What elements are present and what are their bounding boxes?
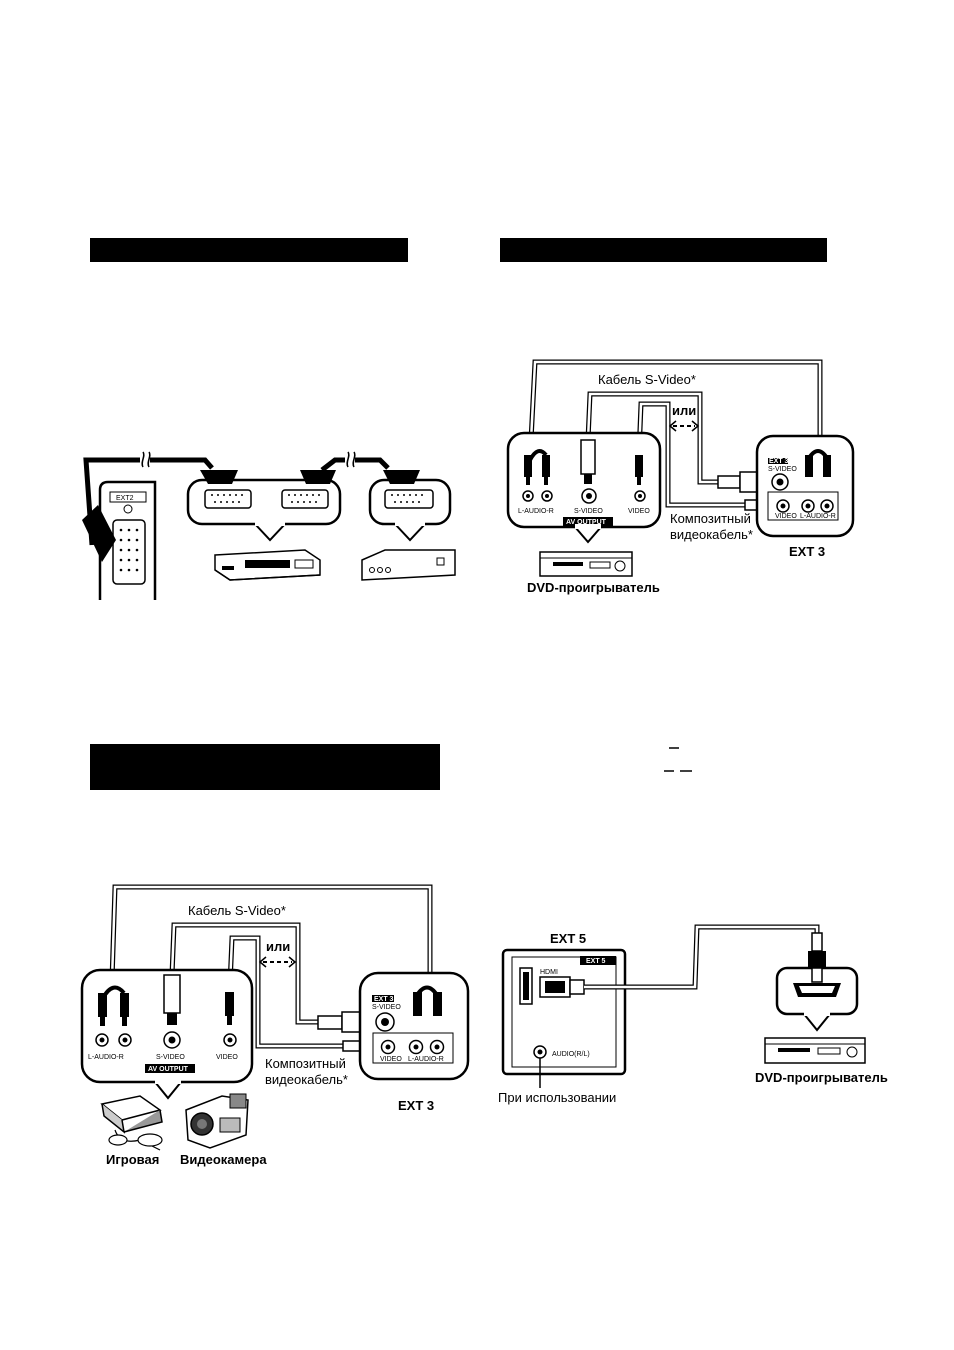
ext5-title: EXT 5 [550, 931, 586, 946]
tv-ext2-label: EXT2 [116, 495, 134, 502]
av-output-label-camera: AV OUTPUT [148, 1066, 189, 1073]
av-output-label: AV OUTPUT [566, 519, 607, 526]
dvd-player-icon [539, 551, 633, 577]
audio-port-label: AUDIO(R/L) [552, 1051, 590, 1058]
hdmi-port-label: HDMI [540, 969, 558, 976]
composite-plug-dvd-icon [635, 455, 643, 477]
game-console-icon [100, 1095, 163, 1151]
tv-ext5-panel [501, 948, 627, 1076]
or-label-camera: или [266, 939, 290, 954]
scart-plug-vcr-1-icon [200, 470, 238, 484]
dvd-player-label: DVD-проигрыватель [527, 580, 660, 595]
receiver-scart-socket [384, 489, 434, 509]
section-header-bar-camera [90, 744, 440, 790]
svideo-cable-label-camera: Кабель S-Video* [188, 903, 286, 918]
vcr-scart-socket-2 [281, 489, 329, 509]
tv-svideo-small-label-camera: S-VIDEO [372, 1004, 401, 1011]
vcr-device-icon [214, 549, 321, 581]
tv-svideo-small-label: S-VIDEO [768, 466, 797, 473]
receiver-device-icon [361, 549, 456, 581]
ext5-badge: EXT 5 [586, 958, 606, 965]
scart-plug-vcr-2-icon [300, 470, 336, 484]
tv-laudio-small-label: L-AUDIO-R [800, 513, 836, 520]
vcr-scart-socket-1 [204, 489, 252, 509]
tv-ext3-small-label-camera: EXT 3 [374, 996, 394, 1003]
svideo-cable-label: Кабель S-Video* [598, 372, 696, 387]
tv-ext3-label-camera: EXT 3 [398, 1098, 434, 1113]
or-label: или [672, 403, 696, 418]
usage-note: При использовании [498, 1090, 616, 1105]
composite-cable-label-camera-1: Композитный [265, 1056, 346, 1071]
section-header-bar-dvd [500, 238, 827, 262]
tv-ext3-small-label: EXT 3 [769, 458, 789, 465]
section-header-bar-scart [90, 238, 408, 262]
composite-plug-camera-icon [225, 992, 234, 1016]
tv-ext3-label: EXT 3 [789, 544, 825, 559]
dvd-player-hdmi-label: DVD-проигрыватель [755, 1070, 888, 1085]
scart-socket-tv [112, 519, 146, 585]
video-camera-label: Видеокамера [180, 1152, 267, 1167]
composite-cable-label-1: Композитный [670, 511, 751, 526]
port-laudio-label-camera: L-AUDIO-R [88, 1054, 124, 1061]
scart-cable-2 [320, 457, 390, 472]
composite-cable-label-camera-2: видеокабель* [265, 1072, 348, 1087]
port-svideo-label: S-VIDEO [574, 508, 603, 515]
ground-icon [123, 504, 133, 514]
scart-plug-tv-icon [82, 505, 116, 562]
video-camera-icon [185, 1093, 249, 1149]
dvd-player-hdmi-icon [764, 1037, 866, 1064]
game-console-label: Игровая [106, 1152, 159, 1167]
tv-laudio-small-label-camera: L-AUDIO-R [408, 1056, 444, 1063]
port-video-label-camera: VIDEO [216, 1054, 238, 1061]
composite-cable-label-2: видеокабель* [670, 527, 753, 542]
port-video-label: VIDEO [628, 508, 650, 515]
port-laudio-label: L-AUDIO-R [518, 508, 554, 515]
port-svideo-label-camera: S-VIDEO [156, 1054, 185, 1061]
tv-video-small-label-camera: VIDEO [380, 1056, 402, 1063]
tv-video-small-label: VIDEO [775, 513, 797, 520]
scart-plug-receiver-icon [383, 470, 420, 484]
